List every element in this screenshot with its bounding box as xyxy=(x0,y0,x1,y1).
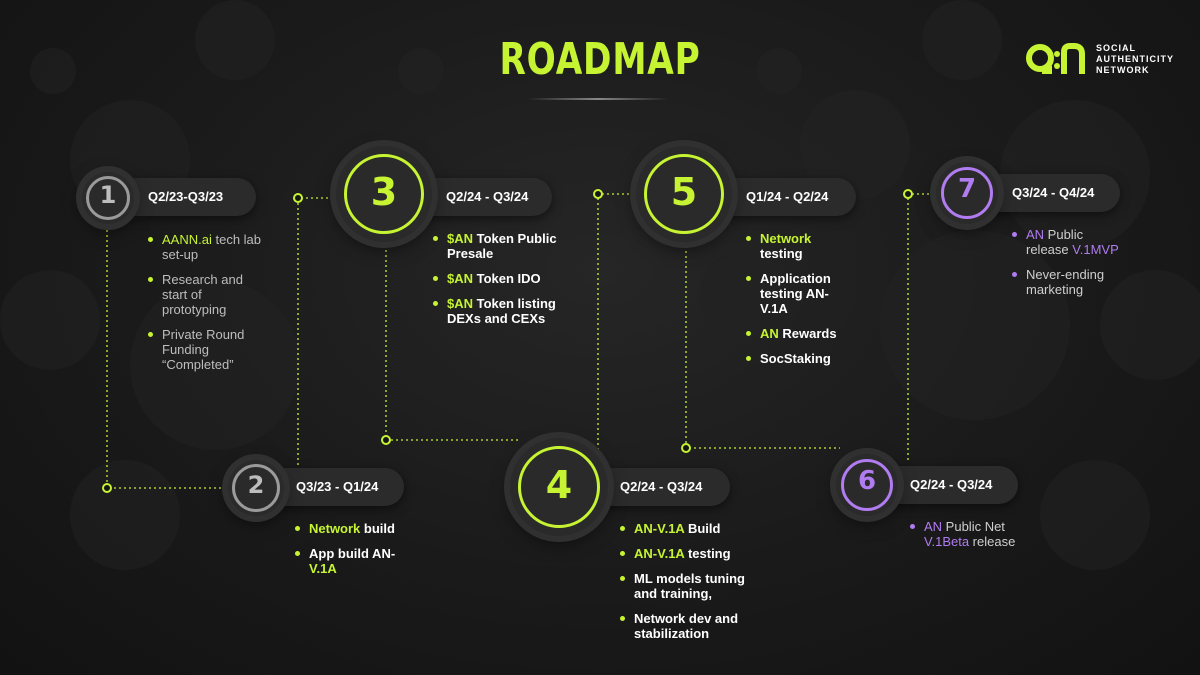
list-item: Network build xyxy=(295,521,415,536)
milestone-1-items: AANN.ai tech lab set-up Research and sta… xyxy=(148,232,268,382)
list-item: $AN Token listing DEXs and CEXs xyxy=(433,296,558,326)
milestone-4-items: AN-V.1A Build AN-V.1A testing ML models … xyxy=(620,521,760,651)
milestone-7-node: 7 xyxy=(936,162,998,224)
list-item: ML models tuning and training, xyxy=(620,571,760,601)
list-item: AN Rewards xyxy=(746,326,846,341)
list-item: Application testing AN-V.1A xyxy=(746,271,846,316)
milestone-number: 6 xyxy=(836,466,898,496)
milestone-period: Q2/23-Q3/23 xyxy=(148,178,223,216)
milestone-3-node: 3 xyxy=(336,146,432,242)
list-item: Network testing xyxy=(746,231,846,261)
milestone-6-node: 6 xyxy=(836,454,898,516)
milestone-period: Q2/24 - Q3/24 xyxy=(446,178,528,216)
list-item: AN-V.1A testing xyxy=(620,546,760,561)
milestone-2-node: 2 xyxy=(228,460,284,516)
milestone-1-node: 1 xyxy=(82,172,134,224)
milestone-period: Q2/24 - Q3/24 xyxy=(620,468,702,506)
list-item: $AN Token Public Presale xyxy=(433,231,558,261)
connector-4-5 xyxy=(598,194,640,470)
list-item: $AN Token IDO xyxy=(433,271,558,286)
milestone-period: Q1/24 - Q2/24 xyxy=(746,178,828,216)
list-item: App build AN-V.1A xyxy=(295,546,415,576)
list-item: Private Round Funding “Completed” xyxy=(148,327,268,372)
connector-6-7 xyxy=(908,194,936,460)
milestone-6-items: AN Public Net V.1Beta release xyxy=(910,519,1020,559)
list-item: SocStaking xyxy=(746,351,846,366)
list-item: Network dev and stabilization xyxy=(620,611,760,641)
milestone-number: 2 xyxy=(228,471,284,499)
milestone-number: 7 xyxy=(936,174,998,204)
milestone-5-items: Network testing Application testing AN-V… xyxy=(746,231,846,376)
list-item: AN Public release V.1MVP xyxy=(1012,227,1122,257)
milestone-7-items: AN Public release V.1MVP Never-ending ma… xyxy=(1012,227,1122,307)
milestone-period: Q3/24 - Q4/24 xyxy=(1012,174,1094,212)
list-item: AN Public Net V.1Beta release xyxy=(910,519,1020,549)
milestone-2-items: Network build App build AN-V.1A xyxy=(295,521,415,586)
list-item: AANN.ai tech lab set-up xyxy=(148,232,268,262)
milestone-number: 4 xyxy=(510,463,608,507)
milestone-3-items: $AN Token Public Presale $AN Token IDO $… xyxy=(433,231,558,336)
list-item: Never-ending marketing xyxy=(1012,267,1122,297)
milestone-number: 5 xyxy=(636,170,732,214)
list-item: AN-V.1A Build xyxy=(620,521,760,536)
milestone-period: Q3/23 - Q1/24 xyxy=(296,468,378,506)
milestone-4-node: 4 xyxy=(510,438,608,536)
milestone-number: 1 xyxy=(82,181,134,209)
milestone-period: Q2/24 - Q3/24 xyxy=(910,466,992,504)
milestone-5-node: 5 xyxy=(636,146,732,242)
list-item: Research and start of prototyping xyxy=(148,272,268,317)
milestone-number: 3 xyxy=(336,170,432,214)
connector-2-3 xyxy=(298,198,340,470)
